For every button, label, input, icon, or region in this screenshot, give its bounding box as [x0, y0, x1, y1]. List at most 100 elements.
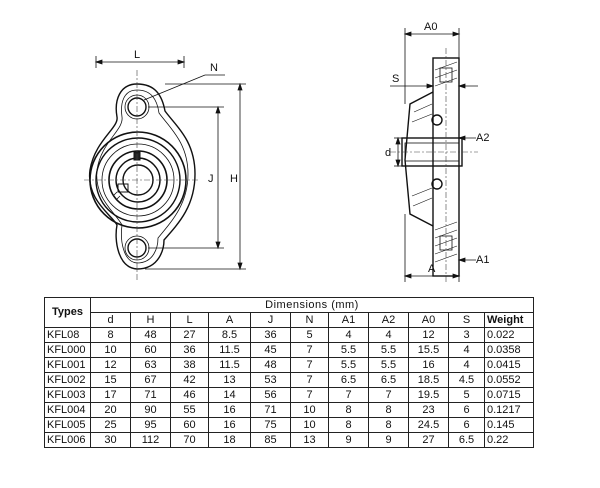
- column-header: Weight: [483, 312, 535, 328]
- value-cell: 55: [170, 402, 209, 418]
- value-cell: 0.0415: [483, 357, 535, 373]
- type-cell: KFL001: [44, 357, 91, 373]
- value-cell: 16: [208, 417, 251, 433]
- column-header: J: [250, 312, 291, 328]
- value-cell: 70: [170, 432, 209, 448]
- value-cell: 75: [250, 417, 291, 433]
- value-cell: 4: [448, 342, 485, 358]
- value-cell: 85: [250, 432, 291, 448]
- label-J: J: [208, 173, 214, 185]
- value-cell: 5.5: [328, 357, 369, 373]
- dimensions-header: Dimensions (mm): [89, 297, 535, 313]
- technical-drawing: L N J H: [84, 21, 489, 284]
- column-header: A0: [408, 312, 449, 328]
- value-cell: 10: [290, 417, 329, 433]
- value-cell: 8.5: [208, 327, 251, 343]
- value-cell: 7: [328, 387, 369, 403]
- value-cell: 4: [368, 327, 409, 343]
- value-cell: 0.0715: [483, 387, 535, 403]
- value-cell: 6: [448, 402, 485, 418]
- value-cell: 16: [208, 402, 251, 418]
- front-centerlines: [84, 70, 200, 282]
- front-view: [89, 83, 196, 270]
- value-cell: 38: [170, 357, 209, 373]
- value-cell: 18: [208, 432, 251, 448]
- value-cell: 48: [250, 357, 291, 373]
- value-cell: 3: [448, 327, 485, 343]
- value-cell: 0.0358: [483, 342, 535, 358]
- value-cell: 10: [90, 342, 131, 358]
- types-header: Types: [44, 297, 91, 328]
- value-cell: 8: [368, 402, 409, 418]
- value-cell: 7: [290, 372, 329, 388]
- label-H: H: [230, 173, 238, 185]
- value-cell: 0.0552: [483, 372, 535, 388]
- side-dimensions: [390, 28, 478, 282]
- label-A2: A2: [476, 132, 489, 144]
- value-cell: 17: [90, 387, 131, 403]
- value-cell: 95: [130, 417, 171, 433]
- value-cell: 8: [328, 417, 369, 433]
- value-cell: 8: [328, 402, 369, 418]
- value-cell: 0.145: [483, 417, 535, 433]
- value-cell: 7: [290, 342, 329, 358]
- column-header: H: [130, 312, 171, 328]
- column-header: A1: [328, 312, 369, 328]
- value-cell: 13: [290, 432, 329, 448]
- side-view: [401, 57, 463, 277]
- value-cell: 16: [408, 357, 449, 373]
- label-N: N: [210, 62, 218, 74]
- side-centerlines: [390, 48, 478, 284]
- value-cell: 48: [130, 327, 171, 343]
- type-cell: KFL004: [44, 402, 91, 418]
- value-cell: 0.1217: [483, 402, 535, 418]
- value-cell: 6.5: [368, 372, 409, 388]
- value-cell: 6: [448, 417, 485, 433]
- value-cell: 0.022: [483, 327, 535, 343]
- value-cell: 5: [290, 327, 329, 343]
- value-cell: 27: [408, 432, 449, 448]
- value-cell: 20: [90, 402, 131, 418]
- value-cell: 36: [250, 327, 291, 343]
- value-cell: 25: [90, 417, 131, 433]
- value-cell: 23: [408, 402, 449, 418]
- type-cell: KFL006: [44, 432, 91, 448]
- label-A1: A1: [476, 254, 489, 266]
- value-cell: 36: [170, 342, 209, 358]
- type-cell: KFL005: [44, 417, 91, 433]
- value-cell: 15: [90, 372, 131, 388]
- value-cell: 46: [170, 387, 209, 403]
- value-cell: 8: [368, 417, 409, 433]
- value-cell: 42: [170, 372, 209, 388]
- value-cell: 12: [90, 357, 131, 373]
- label-d: d: [385, 147, 391, 159]
- value-cell: 14: [208, 387, 251, 403]
- label-L: L: [134, 49, 140, 61]
- value-cell: 7: [368, 387, 409, 403]
- value-cell: 7: [290, 357, 329, 373]
- value-cell: 13: [208, 372, 251, 388]
- value-cell: 6.5: [328, 372, 369, 388]
- value-cell: 18.5: [408, 372, 449, 388]
- value-cell: 71: [250, 402, 291, 418]
- column-header: A: [208, 312, 251, 328]
- type-cell: KFL002: [44, 372, 91, 388]
- value-cell: 4: [448, 357, 485, 373]
- value-cell: 4: [328, 327, 369, 343]
- value-cell: 9: [368, 432, 409, 448]
- value-cell: 11.5: [208, 357, 251, 373]
- value-cell: 60: [130, 342, 171, 358]
- value-cell: 60: [170, 417, 209, 433]
- label-A0: A0: [424, 21, 437, 33]
- type-cell: KFL08: [44, 327, 91, 343]
